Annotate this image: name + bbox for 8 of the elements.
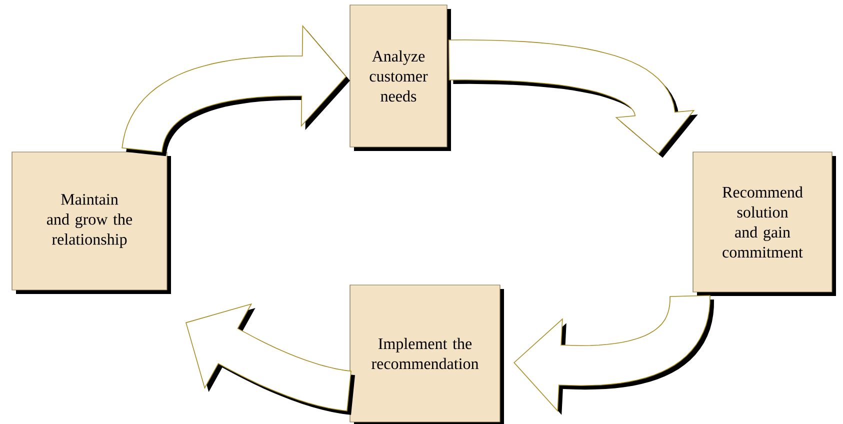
process-box: Analyze customer needs	[350, 4, 451, 151]
process-box: Implement the recommendation	[350, 284, 504, 424]
block-arrow	[186, 303, 355, 415]
process-box: Maintain and grow the relationship	[12, 152, 171, 294]
block-arrow	[514, 295, 714, 415]
process-box: Recommend solution and gain commitment	[692, 152, 836, 296]
block-arrow	[122, 24, 350, 156]
block-arrow	[448, 40, 698, 158]
